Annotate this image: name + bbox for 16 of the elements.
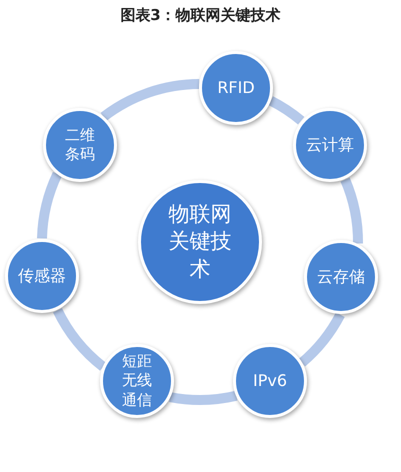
topic-circle: 二维条码 <box>43 108 117 182</box>
ring-connector <box>298 312 345 366</box>
ring-connector <box>37 172 62 239</box>
ring-connector <box>169 390 238 405</box>
ring-connector <box>100 79 200 121</box>
topic-circle: 传感器 <box>5 239 79 313</box>
topic-circle: 云存储 <box>304 240 378 314</box>
ring-connector <box>340 178 363 244</box>
ring-connector <box>53 308 106 371</box>
topic-circle: RFID <box>199 51 273 125</box>
topic-circle: IPv6 <box>233 344 307 418</box>
topic-circle: 云计算 <box>293 108 367 182</box>
ring-connector <box>268 96 304 125</box>
topic-circle: 短距无线通信 <box>100 344 174 418</box>
title: 图表3：物联网关键技术 <box>119 6 282 25</box>
center-circle: 物联网关键技术 <box>138 180 262 304</box>
